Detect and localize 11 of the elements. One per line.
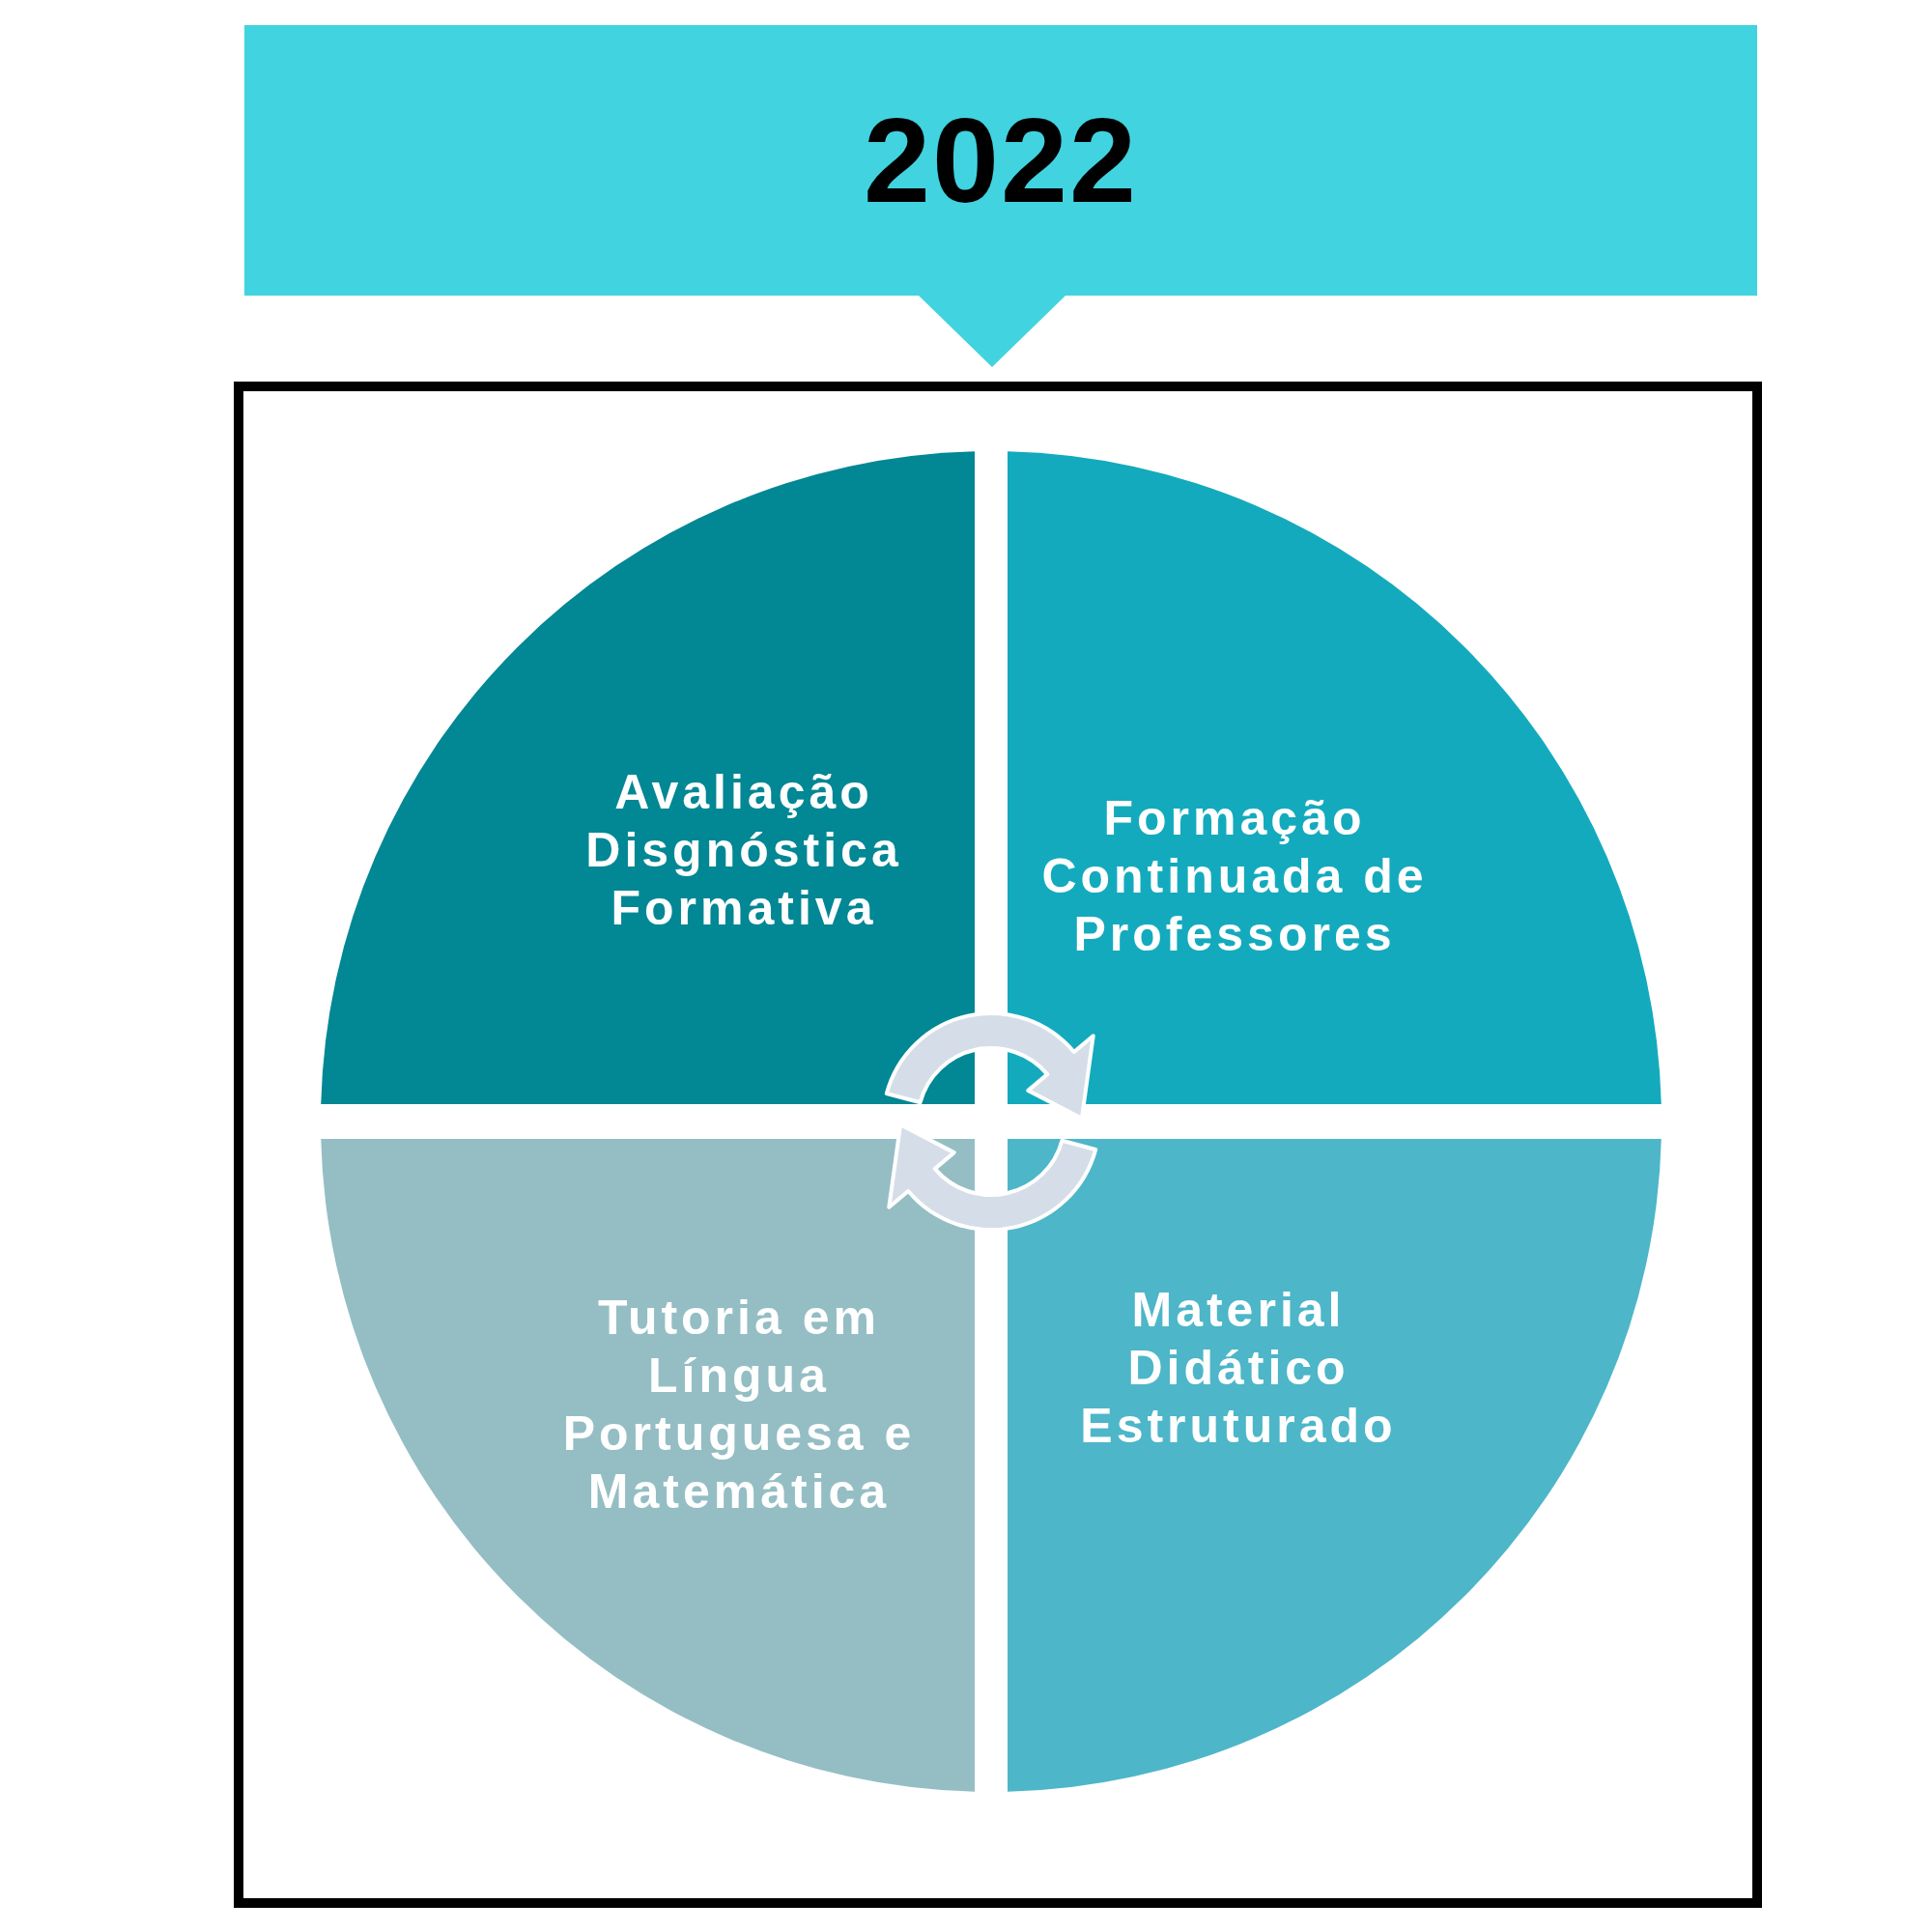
year-banner <box>244 25 1757 367</box>
quadrant-label: Material Didático Estruturado <box>1079 1282 1398 1455</box>
quadrant-segment <box>321 1139 975 1792</box>
quadrant-label: Formação Continuada de Professores <box>1040 790 1429 963</box>
quadrant-label: Tutoria em Língua Portuguesa e Matemática <box>561 1290 917 1520</box>
quadrant-segment <box>321 451 975 1104</box>
quadrant-label: Avaliação Disgnóstica Formativa <box>584 764 903 937</box>
year-title: 2022 <box>864 93 1138 228</box>
quadrant-segment <box>1008 451 1662 1104</box>
frame-box <box>234 382 1762 1908</box>
quadrant-segment <box>1008 1139 1662 1792</box>
